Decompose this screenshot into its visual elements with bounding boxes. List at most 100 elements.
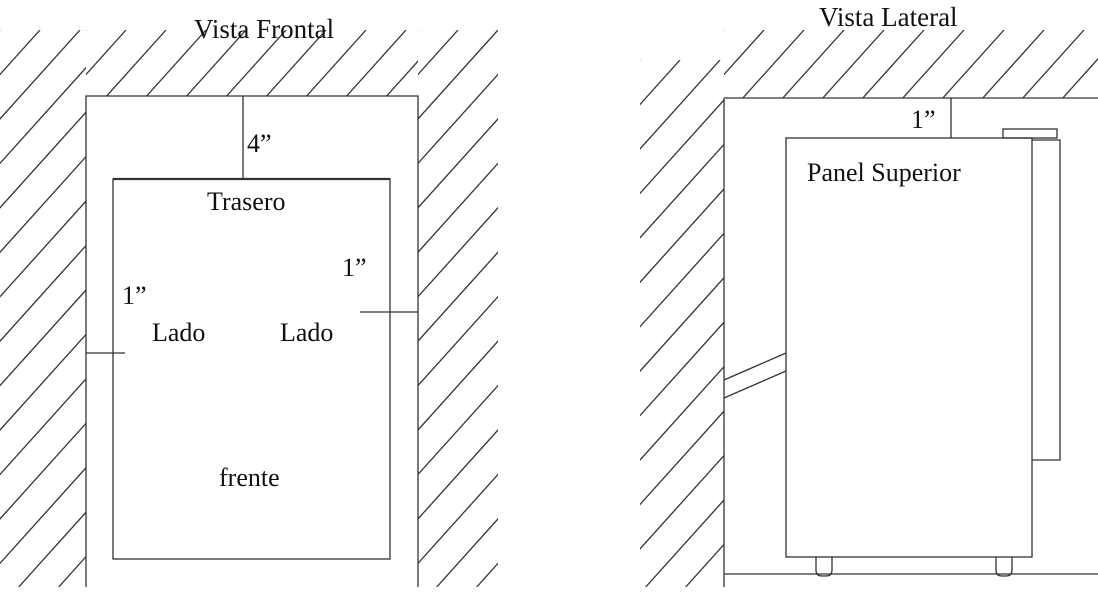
hatch-line [418,295,498,387]
hatch-line [259,30,760,587]
hatch-line [645,499,724,587]
hatch-line [640,187,724,284]
front-right-side-label: Lado [280,318,333,347]
hatch-line [86,30,87,31]
side-view-title: Vista Lateral [819,2,958,32]
hatch-line [427,30,486,96]
side-door-panel [1032,139,1061,461]
side-hose-upper [723,352,787,381]
hatch-line [346,30,407,96]
hatch-line [418,473,498,565]
hatch-line [467,30,526,96]
hatch-line [640,60,721,150]
hatch-line [418,340,498,431]
hatch-line [418,30,419,31]
hatch-line [942,30,1005,98]
hatch-line [886,60,1098,587]
hatch-line [418,117,498,209]
hatch-line [640,365,724,461]
hatch-line [0,422,86,520]
hatch-line [1046,60,1098,587]
hatch-line [640,232,724,328]
hatch-line [1062,57,1098,98]
hatch-line [459,30,960,587]
hatch-line [386,60,418,96]
side-foot-left [815,557,833,577]
hatch-line [726,60,1098,587]
hatch-line [640,321,724,417]
hatch-line [957,30,1098,587]
front-wall-hatch [0,30,1098,587]
hatch-line [822,30,885,98]
side-top-panel-label: Panel Superior [807,158,961,187]
hatch-line [419,30,920,587]
hatch-line [0,289,86,387]
hatch-line [640,60,641,61]
hatch-line [557,30,1058,587]
hatch-line [99,30,600,587]
hatch-line [418,251,498,343]
hatch-line [418,384,498,476]
front-niche-outline [85,95,419,587]
hatch-line [917,30,1098,587]
hatch-line [0,30,41,76]
hatch-line [436,517,498,587]
hatch-line [306,30,367,96]
front-appliance-body [112,178,391,560]
hatch-line [579,30,1080,587]
hatch-line [0,377,86,476]
front-left-side-label: Lado [152,318,205,347]
hatch-line [418,429,498,520]
hatch-line [219,30,720,587]
hatch-line [637,30,1098,587]
side-appliance-body [785,137,1033,558]
hatch-line [139,30,640,587]
front-right-clearance-label: 1” [342,253,367,282]
hatch-line [179,30,680,587]
hatch-line [339,30,840,587]
hatch-line [418,73,498,165]
side-foot-right [995,557,1013,577]
hatch-line [106,30,167,96]
front-left-clearance-label: 1” [122,281,147,310]
hatch-line [982,30,1045,98]
hatch-line [418,30,498,120]
side-wall-hatch [640,30,1098,587]
hatch-line [1086,60,1098,587]
hatch-line [837,30,1098,587]
hatch-line [640,454,724,550]
side-top-knob [1002,128,1058,139]
hatch-line [724,30,725,31]
front-view-title: Vista Frontal [194,14,334,44]
side-hose-lower [723,370,787,399]
hatch-line [782,30,845,98]
hatch-line [902,30,965,98]
hatch-line [418,206,498,298]
hatch-line [379,30,880,587]
hatch-line [0,30,81,120]
hatch-line [640,410,724,506]
hatch-line [685,543,724,587]
hatch-line [806,60,1098,587]
hatch-line [86,30,127,76]
hatch-line [926,60,1098,587]
hatch-line [677,30,1098,587]
hatch-line [0,111,86,209]
front-rear-label: Trasero [207,187,285,216]
hatch-line [18,511,86,587]
front-top-clearance-label: 4” [247,129,272,158]
hatch-line [862,30,925,98]
hatch-line [418,162,498,254]
hatch-line [724,30,765,76]
hatch-line [0,466,86,565]
hatch-line [640,60,681,106]
hatch-line [146,30,207,96]
hatch-line [0,66,86,165]
hatch-line [476,562,498,587]
hatch-line [717,30,1098,587]
hatch-line [742,30,805,98]
hatch-line [1022,30,1085,98]
hatch-line [299,30,800,587]
